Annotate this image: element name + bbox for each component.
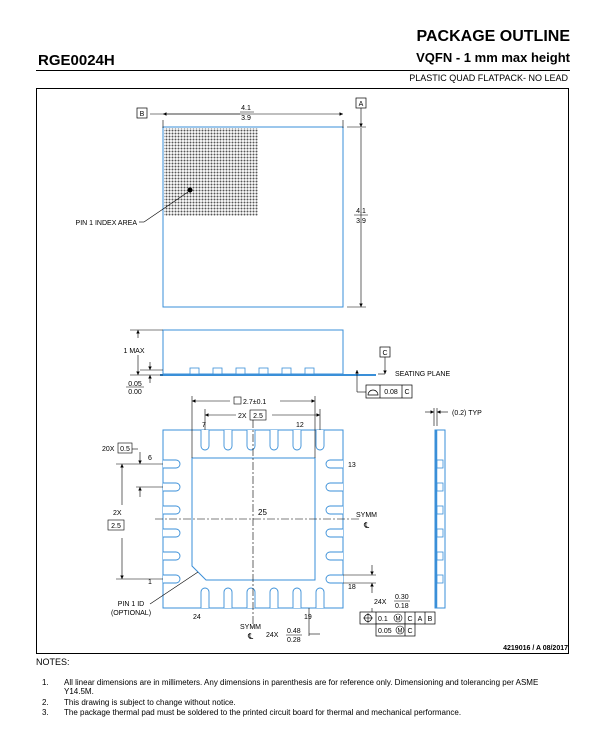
standoff-max: 0.05 [128, 381, 142, 388]
top-height-max: 4.1 [356, 208, 366, 215]
lead-w-max: 0.48 [287, 628, 301, 635]
pin-19-label: 19 [304, 614, 312, 621]
note-3-number: 3. [42, 708, 49, 717]
pin-6-label: 6 [148, 455, 152, 462]
package-id: RGE0024H [38, 52, 115, 69]
pin1-id-label: PIN 1 ID [118, 601, 144, 608]
top-view-body [162, 126, 344, 308]
fcf1-datum-a: A [418, 616, 423, 623]
side-view-body [162, 329, 344, 375]
fcf1-datum-b: B [428, 616, 433, 623]
datum-c-label: C [382, 350, 387, 357]
profile-typ-label: (0.2) TYP [452, 410, 482, 417]
package-type: PLASTIC QUAD FLATPACK- NO LEAD [409, 73, 568, 83]
note-1-number: 1. [42, 678, 49, 687]
drawing-number: 4219016 / A 08/2017 [503, 645, 568, 652]
pin-12-label: 12 [296, 422, 304, 429]
thermal-pad [191, 457, 316, 581]
pitch-value-left: 2.5 [111, 523, 121, 530]
mmc-icon: M [396, 617, 401, 623]
pitch-value-top: 2.5 [253, 413, 263, 420]
note-2: 2. This drawing is subject to change wit… [42, 698, 562, 708]
lead-w-min: 0.28 [287, 637, 301, 644]
symm-right-label: SYMM [356, 512, 377, 519]
note-2-text: This drawing is subject to change withou… [64, 698, 236, 707]
bottom-view: 25 2.7±0.1 2X 2.5 7 12 13 18 19 24 1 6 2… [102, 396, 436, 644]
pin-13-label: 13 [348, 462, 356, 469]
package-title: PACKAGE OUTLINE [416, 28, 570, 45]
lead-count-label: 20X [102, 446, 115, 453]
fcf2-datum-c: C [407, 628, 412, 635]
package-subtitle: VQFN - 1 mm max height [416, 50, 570, 65]
pin-25-label: 25 [258, 508, 267, 517]
pin1-optional-label: (OPTIONAL) [111, 610, 151, 617]
top-view: 4.1 3.9 B A 4.1 3.9 PIN 1 INDEX AREA [76, 97, 368, 308]
fcf1-tolerance: 0.1 [378, 616, 388, 623]
note-2-number: 2. [42, 698, 49, 707]
lead-pitch-value: 0.5 [120, 446, 130, 453]
side-max-height: 1 MAX [123, 348, 144, 355]
mmc-icon-2: M [398, 629, 403, 635]
pad-size-value: 2.7±0.1 [243, 399, 266, 406]
header-rule [36, 70, 570, 71]
lead-len-min: 0.18 [395, 603, 409, 610]
top-height-min: 3.9 [356, 218, 366, 225]
symm-bottom-label: SYMM [240, 624, 261, 631]
lead-len-max: 0.30 [395, 594, 409, 601]
flatness-value: 0.08 [384, 389, 398, 396]
note-1: 1. All linear dimensions are in millimet… [42, 678, 562, 698]
note-3: 3. The package thermal pad must be solde… [42, 708, 562, 718]
fcf1-datum-c: C [407, 616, 412, 623]
centerline-right-icon: ℄ [363, 521, 370, 530]
pin-18-label: 18 [348, 584, 356, 591]
pitch-count-left: 2X [113, 510, 122, 517]
datum-a-label: A [359, 101, 364, 108]
top-width-max: 4.1 [241, 105, 251, 112]
pin1-index-area [164, 128, 258, 216]
lead-len-count: 24X [374, 599, 387, 606]
pin-7-label: 7 [202, 422, 206, 429]
datum-b-label: B [140, 111, 145, 118]
pin1-index-label: PIN 1 INDEX AREA [76, 220, 138, 227]
top-width-min: 3.9 [241, 115, 251, 122]
fcf2-tolerance: 0.05 [378, 628, 392, 635]
lead-w-count: 24X [266, 632, 279, 639]
profile-view: (0.2) TYP [425, 408, 482, 609]
centerline-bottom-icon: ℄ [247, 632, 254, 641]
notes-title: NOTES: [36, 657, 70, 667]
side-view: 1 MAX 0.05 0.00 C SEATING PLANE 0.08 C [123, 329, 450, 399]
note-3-text: The package thermal pad must be soldered… [64, 708, 462, 717]
seating-plane-label: SEATING PLANE [395, 371, 450, 378]
pitch-count-top: 2X [238, 413, 247, 420]
square-symbol-icon [233, 396, 242, 405]
flatness-datum: C [404, 389, 409, 396]
flatness-icon [367, 389, 379, 396]
pin-1-label: 1 [148, 579, 152, 586]
pin-24-label: 24 [193, 614, 201, 621]
note-1-text: All linear dimensions are in millimeters… [64, 678, 539, 696]
drawing-frame [36, 88, 569, 654]
standoff-min: 0.00 [128, 389, 142, 396]
